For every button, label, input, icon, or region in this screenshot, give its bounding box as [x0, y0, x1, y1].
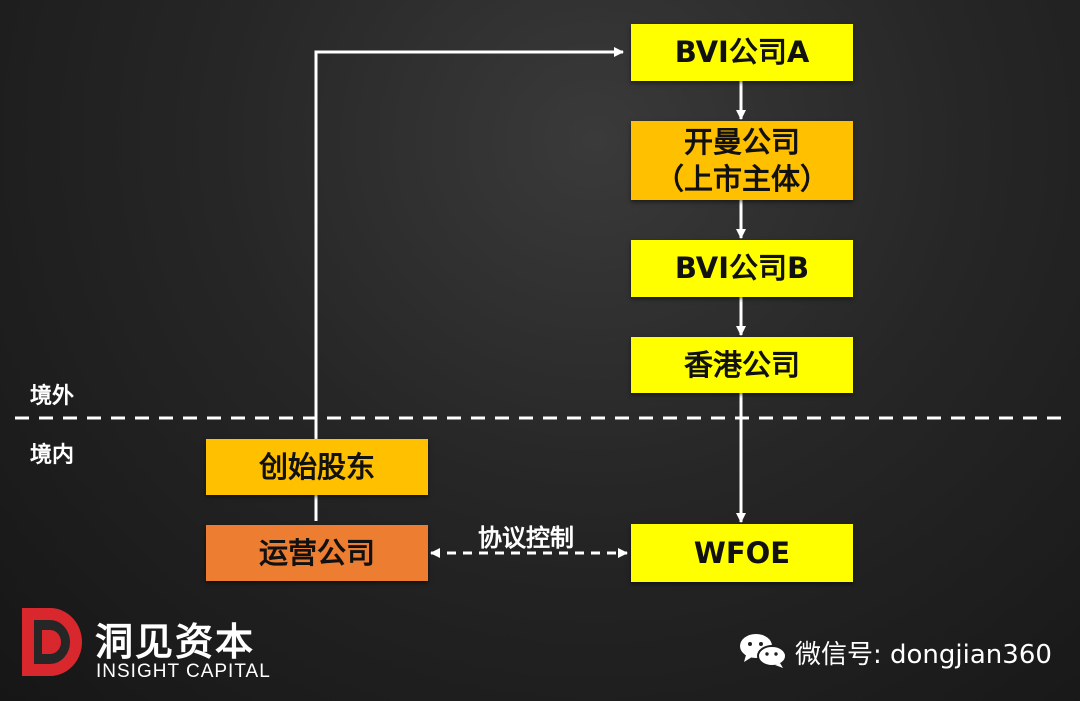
region-onshore-label: 境内 [30, 443, 75, 468]
brand-name: 洞见资本 [95, 620, 256, 664]
node-bvi-a-label: BVI公司A [674, 35, 810, 70]
node-bvi-b: BVI公司B [631, 240, 853, 297]
node-hk: 香港公司 [631, 337, 853, 393]
brand-subtitle: INSIGHT CAPITAL [96, 661, 271, 682]
node-cayman: 开曼公司 （上市主体） [631, 121, 853, 200]
region-offshore-label: 境外 [30, 384, 75, 409]
wechat-icon [740, 634, 787, 668]
node-wfoe: WFOE [631, 524, 853, 582]
node-cayman-sublabel: （上市主体） [654, 161, 829, 196]
node-founders: 创始股东 [206, 439, 428, 495]
wechat-id: 微信号: dongjian360 [795, 640, 1052, 670]
node-bvi-b-label: BVI公司B [674, 251, 810, 286]
edge-founders-to-bvi-a [314, 47, 624, 521]
node-cayman-label: 开曼公司 [683, 125, 800, 160]
node-opco: 运营公司 [206, 525, 428, 581]
brand-logo-icon [22, 608, 82, 676]
node-wfoe-label: WFOE [693, 535, 791, 570]
edge-vie-label: 协议控制 [478, 524, 574, 552]
node-bvi-a: BVI公司A [631, 24, 853, 81]
node-hk-label: 香港公司 [683, 347, 800, 382]
node-opco-label: 运营公司 [258, 535, 375, 570]
node-founders-label: 创始股东 [258, 449, 375, 484]
